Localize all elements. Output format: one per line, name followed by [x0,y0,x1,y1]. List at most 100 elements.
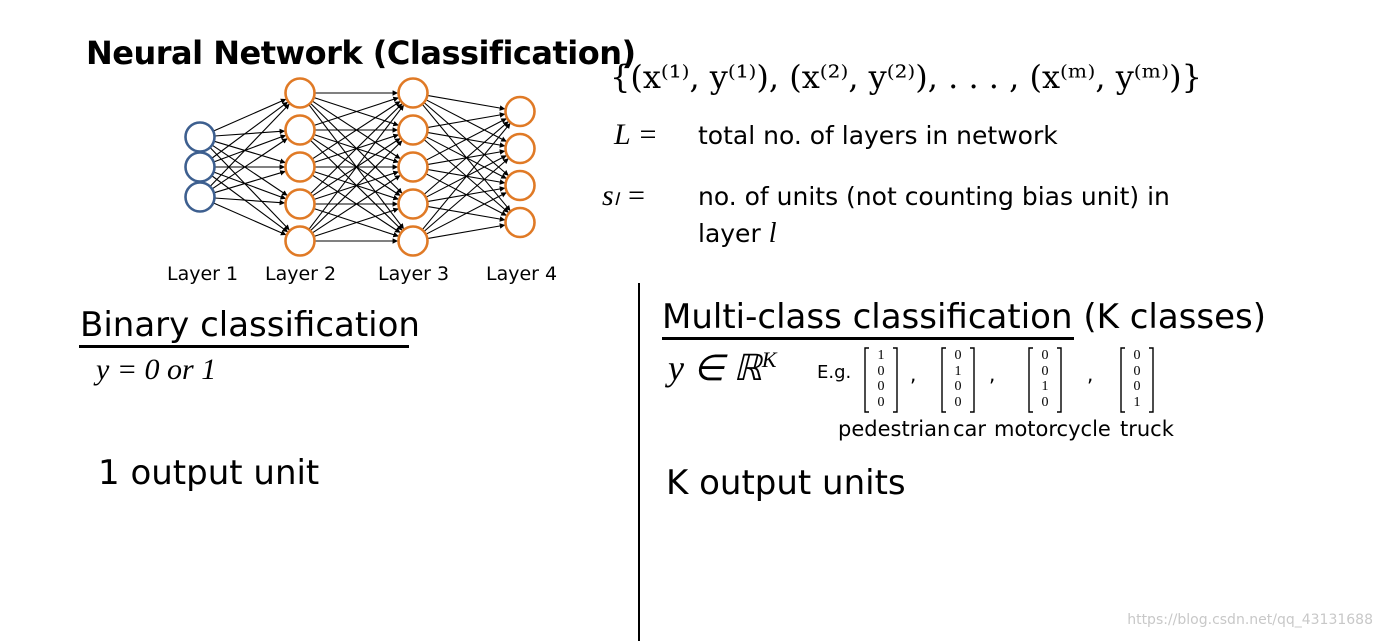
network-edge [209,103,290,187]
multiclass-heading-underline [662,337,1074,340]
network-unit-layer4-3 [504,169,536,202]
vector-entry: 0 [954,348,962,363]
network-edge [309,103,403,195]
network-edge [213,170,286,194]
vector-entry: 0 [877,394,885,410]
network-edge [211,175,288,233]
multiclass-formula: y ∈ ℝK [668,347,777,389]
network-unit-layer1-3 [184,181,216,213]
network-edge [213,140,286,164]
network-edge [313,96,399,127]
network-unit-layer3-3 [397,151,429,183]
network-unit-layer1-1 [184,121,216,153]
left-bracket [864,347,869,413]
network-edge [213,98,287,132]
right-bracket [1149,347,1154,413]
vector-entry: 0 [1133,363,1141,379]
vector-entry: 0 [954,379,962,394]
vector-brackets [864,347,898,413]
right-bracket [970,347,975,413]
definition-text-sl-line2: layer l [698,218,776,250]
network-edge [311,175,401,234]
definition-symbol-sl: sₗ = [602,179,647,212]
layer-label-2: Layer 2 [265,263,337,285]
vertical-divider [638,283,640,641]
network-unit-layer1-2 [184,151,216,183]
network-edge [213,134,286,163]
network-edge [308,104,405,230]
network-edge [211,144,288,196]
layer-label-4: Layer 4 [486,263,558,285]
vector-entry: 0 [1041,394,1049,410]
left-bracket [1028,347,1033,413]
network-unit-layer4-4 [504,206,536,239]
definition-text-L: total no. of layers in network [698,121,1058,150]
vector-entry: 1 [877,348,885,363]
binary-heading-underline [79,345,409,348]
network-unit-layer2-3 [284,151,316,183]
left-bracket [1120,347,1125,413]
network-unit-layer3-1 [397,77,429,109]
network-edge [427,112,506,129]
vector-entry: 0 [1041,363,1049,379]
multiclass-heading-suffix: (K classes) [1072,297,1266,337]
right-bracket [893,347,898,413]
network-edge [309,140,403,232]
network-unit-layer2-1 [284,77,316,109]
network-edge [214,128,286,137]
network-edge [423,121,509,195]
vector-entry: 1 [1133,394,1141,410]
eg-label: E.g. [817,362,852,383]
vector-comma-2: , [989,362,996,386]
vector-entry: 0 [877,363,885,379]
network-edge [211,101,288,159]
vector-brackets [941,347,975,413]
definition-var-l: l [768,218,777,249]
network-unit-layer3-5 [397,225,429,257]
network-edge [425,118,507,161]
network-unit-layer4-1 [504,95,536,128]
network-edge [211,138,288,190]
network-edge [427,94,506,111]
right-bracket [1057,347,1062,413]
definition-text-layer: layer [698,219,761,248]
network-edge [209,147,290,231]
left-bracket [941,347,946,413]
training-set-formula: {(x⁽¹⁾, y⁽¹⁾), (x⁽²⁾, y⁽²⁾), . . . , (x⁽… [610,58,1202,96]
class-label-pedestrian: pedestrian [838,417,951,441]
vector-entry: 0 [1133,379,1141,394]
vector-entry: 0 [954,394,962,410]
vector-entry: 1 [954,363,962,379]
watermark: https://blog.csdn.net/qq_43131688 [1127,612,1373,628]
network-unit-layer2-2 [284,114,316,146]
binary-output-text: 1 output unit [98,453,320,493]
network-edge [311,101,401,160]
network-edge [214,197,286,206]
layer-label-1: Layer 1 [167,263,239,285]
vector-entry: 1 [1041,379,1049,394]
multiclass-formula-main: y ∈ ℝ [668,348,762,388]
vector-entry: 0 [877,379,885,394]
network-edge [423,158,509,232]
binary-formula: y = 0 or 1 [96,353,217,386]
vector-brackets [1028,347,1062,413]
vector-comma-3: , [1087,362,1094,386]
network-unit-layer2-5 [284,225,316,257]
network-unit-layer2-4 [284,188,316,220]
definition-text-sl: no. of units (not counting bias unit) in [698,182,1170,211]
network-edge [425,192,507,235]
network-edge [213,202,287,236]
network-edge [421,123,511,231]
multiclass-output-text: K output units [666,463,906,503]
vector-entry: 0 [1133,348,1141,363]
vector-entry: 0 [1041,348,1049,363]
class-label-motorcycle: motorcycle [994,417,1111,441]
network-edge [313,207,399,238]
binary-heading: Binary classification [80,305,420,345]
layer-label-3: Layer 3 [378,263,450,285]
multiclass-heading: Multi-class classification (K classes) [662,297,1266,337]
multiclass-formula-sup: K [761,347,777,372]
network-unit-layer4-2 [504,132,536,165]
